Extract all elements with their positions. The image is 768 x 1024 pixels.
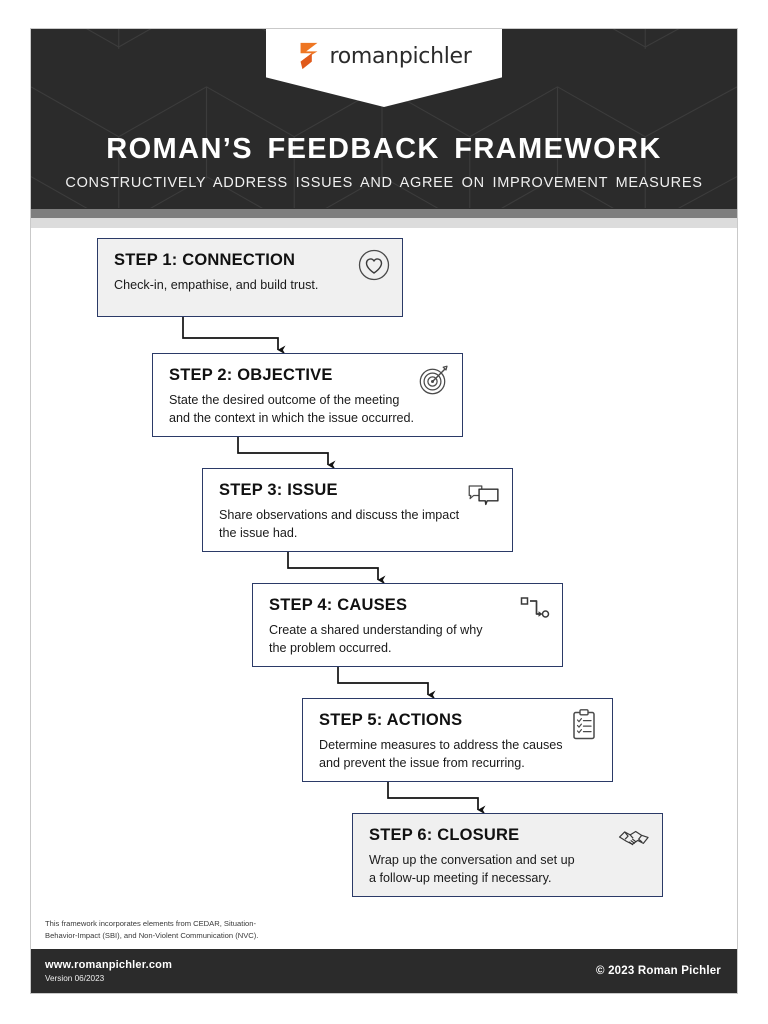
target-dart-icon (419, 365, 448, 395)
step-box-6[interactable]: STEP 6: CLOSURE Wrap up the conversation… (352, 813, 663, 897)
heart-in-circle-icon (358, 249, 390, 281)
footer-left-block: www.romanpichler.com Version 06/2023 (45, 959, 172, 983)
flow-connectors (182, 317, 486, 815)
page-subtitle: CONSTRUCTIVELY ADDRESS ISSUES AND AGREE … (65, 175, 703, 191)
step-box-2[interactable]: STEP 2: OBJECTIVE State the desired outc… (152, 353, 463, 437)
title-block: ROMAN’S FEEDBACK FRAMEWORK CONSTRUCTIVEL… (31, 133, 737, 191)
poster-header: romanpichler ROMAN’S FEEDBACK FRAMEWORK … (31, 29, 737, 209)
step-1-title: STEP 1: CONNECTION (114, 251, 296, 269)
step-box-4[interactable]: STEP 4: CAUSES Create a shared understan… (252, 583, 563, 667)
cause-effect-nodes-icon (520, 597, 550, 618)
step-6-description: Wrap up the conversation and set up a fo… (369, 853, 575, 885)
website-link[interactable]: www.romanpichler.com (45, 959, 173, 971)
poster-page: romanpichler ROMAN’S FEEDBACK FRAMEWORK … (30, 28, 738, 994)
step-1-description: Check-in, empathise, and build trust. (114, 278, 319, 292)
version-label: Version 06/2023 (45, 974, 105, 983)
flowchart-area: STEP 1: CONNECTION Check-in, empathise, … (31, 228, 737, 900)
step-6-title: STEP 6: CLOSURE (369, 826, 520, 844)
romanpichler-ribbon-logo-icon (301, 42, 318, 70)
step-5-description: Determine measures to address the causes… (319, 738, 563, 770)
step-4-title: STEP 4: CAUSES (269, 596, 408, 614)
step-3-description: Share observations and discuss the impac… (219, 508, 460, 540)
step-5-title: STEP 5: ACTIONS (319, 711, 463, 729)
step-box-3[interactable]: STEP 3: ISSUE Share observations and dis… (202, 468, 513, 552)
copyright-label: © 2023 Roman Pichler (596, 965, 721, 977)
step-box-5[interactable]: STEP 5: ACTIONS Determine measures to ad… (302, 698, 613, 782)
poster-footer: www.romanpichler.com Version 06/2023 © 2… (31, 949, 737, 993)
divider-bar-dark (31, 209, 737, 218)
framework-source-note: This framework incorporates elements fro… (45, 919, 259, 940)
step-2-description: State the desired outcome of the meeting… (169, 393, 415, 425)
step-2-title: STEP 2: OBJECTIVE (169, 366, 333, 384)
step-4-description: Create a shared understanding of why the… (269, 623, 483, 655)
step-3-title: STEP 3: ISSUE (219, 481, 338, 499)
logo-wordmark: romanpichler (329, 43, 472, 69)
clipboard-checklist-icon (573, 709, 595, 740)
handshake-icon (618, 830, 649, 846)
divider-bar-light (31, 218, 737, 228)
step-box-1[interactable]: STEP 1: CONNECTION Check-in, empathise, … (97, 238, 403, 317)
speech-bubbles-icon (468, 485, 499, 506)
page-title: ROMAN’S FEEDBACK FRAMEWORK (106, 133, 662, 165)
